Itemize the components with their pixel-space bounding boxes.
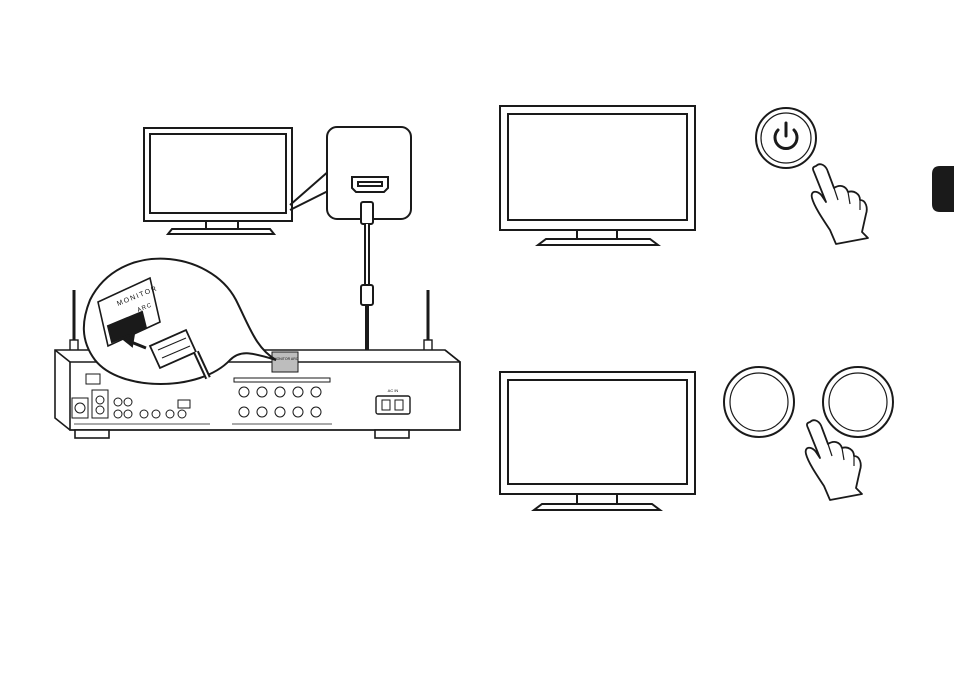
round-button-right [822, 366, 894, 438]
hdmi-plug-top-icon [360, 201, 374, 225]
hdmi-plug-bottom-icon [360, 284, 374, 306]
round-button-left [723, 366, 795, 438]
pointing-hand-icon [804, 419, 863, 501]
power-icon [773, 121, 799, 150]
tv-right-top [499, 105, 696, 246]
tv-hdmi-port-callout [289, 126, 412, 220]
receiver-hdmi-callout [82, 257, 277, 385]
section-side-tab [932, 166, 954, 212]
receiver-hdmi-port-highlight [271, 351, 299, 373]
tv-left [143, 127, 293, 235]
ac-in-label: AC IN [388, 388, 399, 393]
arc-port-label: ARC [137, 302, 154, 313]
hdmi-port-zoom-icon [106, 310, 148, 344]
tv-right-bottom [499, 371, 696, 511]
receiver-port-label: MONITOR ARC [274, 357, 299, 361]
pointing-hand-icon [810, 163, 869, 245]
hdmi-port-icon [351, 176, 389, 193]
hdmi-cable [292, 201, 374, 374]
ac-inlet [375, 395, 411, 415]
power-button [755, 107, 817, 169]
